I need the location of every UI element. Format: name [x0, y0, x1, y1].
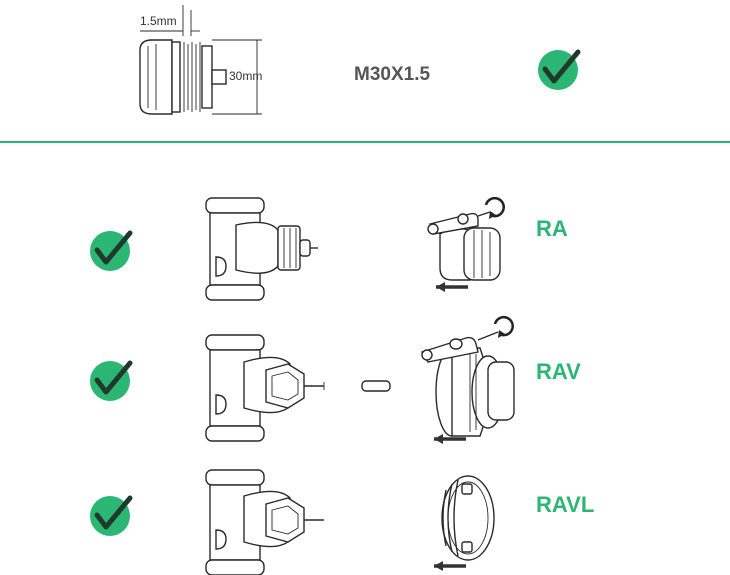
thread-adapter-drawing: [139, 5, 262, 115]
check-badge-icon: [90, 231, 130, 271]
adapter-ring-icon: [420, 315, 515, 446]
check-badge-icon: [538, 50, 578, 90]
check-badge-icon: [90, 361, 130, 401]
thread-spec: M30X1.5: [354, 64, 430, 85]
adapter-ring-icon: [432, 475, 495, 573]
model-label-ravl: RAVL: [536, 492, 594, 517]
pin-icon: [361, 380, 391, 392]
adapter-ring-icon: [427, 196, 505, 294]
valve-body-icon: [205, 469, 324, 575]
rotate-arrow-icon: [484, 196, 505, 221]
direction-arrow-icon: [434, 280, 470, 294]
dim-thread-pitch: 1.5mm: [140, 14, 177, 28]
valve-body-icon: [205, 334, 325, 442]
dim-diameter: 30mm: [229, 69, 262, 83]
rotate-arrow-icon: [493, 315, 514, 340]
model-label-rav: RAV: [536, 359, 581, 384]
valve-body-icon: [205, 197, 318, 301]
direction-arrow-icon: [432, 559, 468, 573]
check-badge-icon: [90, 496, 130, 536]
model-label-ra: RA: [536, 216, 568, 241]
